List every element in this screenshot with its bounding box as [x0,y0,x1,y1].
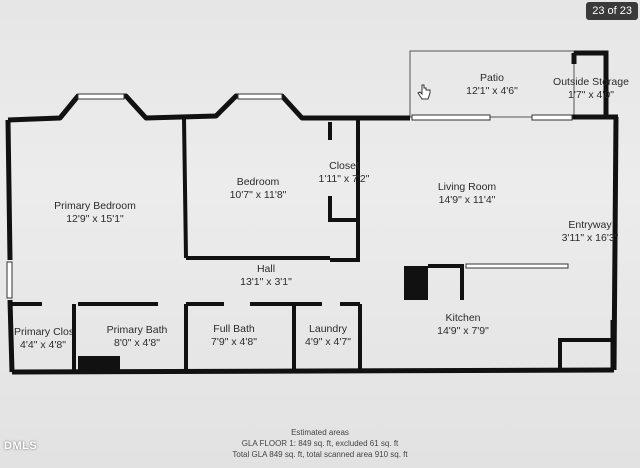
room-dims: 1'11" x 7'2" [318,173,370,185]
kitchen-bar [465,263,569,269]
room-patio: Patio 12'1" x 4'6" [452,72,532,98]
room-dims: 10'7" x 11'8" [229,189,287,201]
window [411,114,491,121]
room-name: Laundry [309,323,347,335]
exterior-wall-left [5,119,15,373]
room-dims: 1'7" x 4'0" [568,89,614,101]
image-counter: 23 of 23 [586,2,638,20]
room-name: Hall [256,263,276,275]
exterior-wall-right [611,116,619,371]
interior-wall [330,118,360,262]
room-name: Entryway [568,219,612,231]
kitchen-counter [428,264,464,300]
room-primary-bath: Primary Bath 8'0" x 4'8" [92,324,182,350]
entry-closet-wall [558,338,614,370]
kitchen-fixture [404,266,428,300]
room-full-bath: Full Bath 7'9" x 4'8" [194,323,274,349]
room-name: Patio [480,72,504,84]
exterior-wall [7,93,410,123]
interior-wall [72,304,362,372]
room-dims: 14'9" x 11'4" [438,194,496,206]
room-entryway: Entryway 3'11" x 16'3" [550,219,630,245]
room-primary-closet: Primary Closet 4'4" x 4'8" [14,326,72,352]
room-name: Full Bath [213,323,255,335]
room-dims: 13'1" x 3'1" [240,276,292,288]
room-living-room: Living Room 14'9" x 11'4" [420,181,514,207]
window [237,93,283,100]
room-name: Primary Closet [14,326,72,338]
interior-wall [182,117,188,259]
watermark: DMLS [4,440,38,452]
room-dims: 4'4" x 4'8" [20,339,66,351]
room-laundry: Laundry 4'9" x 4'7" [296,323,360,349]
hand-cursor-icon [417,84,431,100]
room-outside-storage: Outside Storage 1'7" x 4'0" [546,76,636,102]
room-dims: 4'9" x 4'7" [305,336,351,348]
room-hall: Hall 13'1" x 3'1" [226,263,306,289]
area-heading: Estimated areas [291,428,349,437]
room-primary-bedroom: Primary Bedroom 12'9" x 15'1" [40,200,150,226]
room-dims: 8'0" x 4'8" [114,337,160,349]
room-name: Outside Storage [553,76,629,88]
room-dims: 12'1" x 4'6" [466,85,518,97]
outside-storage-walls [571,50,609,117]
room-bedroom: Bedroom 10'7" x 11'8" [218,176,298,202]
exterior-wall-bottom [11,367,615,375]
room-name: Living Room [437,181,497,193]
room-dims: 3'11" x 16'3" [561,232,619,244]
room-name: Bedroom [236,176,280,188]
area-line-2: Total GLA 849 sq. ft, total scanned area… [232,450,408,459]
window [77,93,125,100]
bath-fixture [78,356,120,371]
room-dims: 12'9" x 15'1" [66,213,124,225]
window [6,261,13,299]
room-name: Kitchen [445,312,481,324]
room-name: Closet [329,160,359,172]
window [531,114,573,121]
interior-wall [328,122,358,222]
room-kitchen: Kitchen 14'9" x 7'9" [418,312,508,338]
room-closet: Closet 1'11" x 7'2" [312,160,376,186]
room-dims: 14'9" x 7'9" [437,325,489,337]
patio-outline [409,50,575,118]
room-dims: 7'9" x 4'8" [211,336,257,348]
room-name: Primary Bath [106,324,168,336]
area-line-1: GLA FLOOR 1: 849 sq. ft, excluded 61 sq.… [241,439,399,448]
room-name: Primary Bedroom [54,200,136,212]
